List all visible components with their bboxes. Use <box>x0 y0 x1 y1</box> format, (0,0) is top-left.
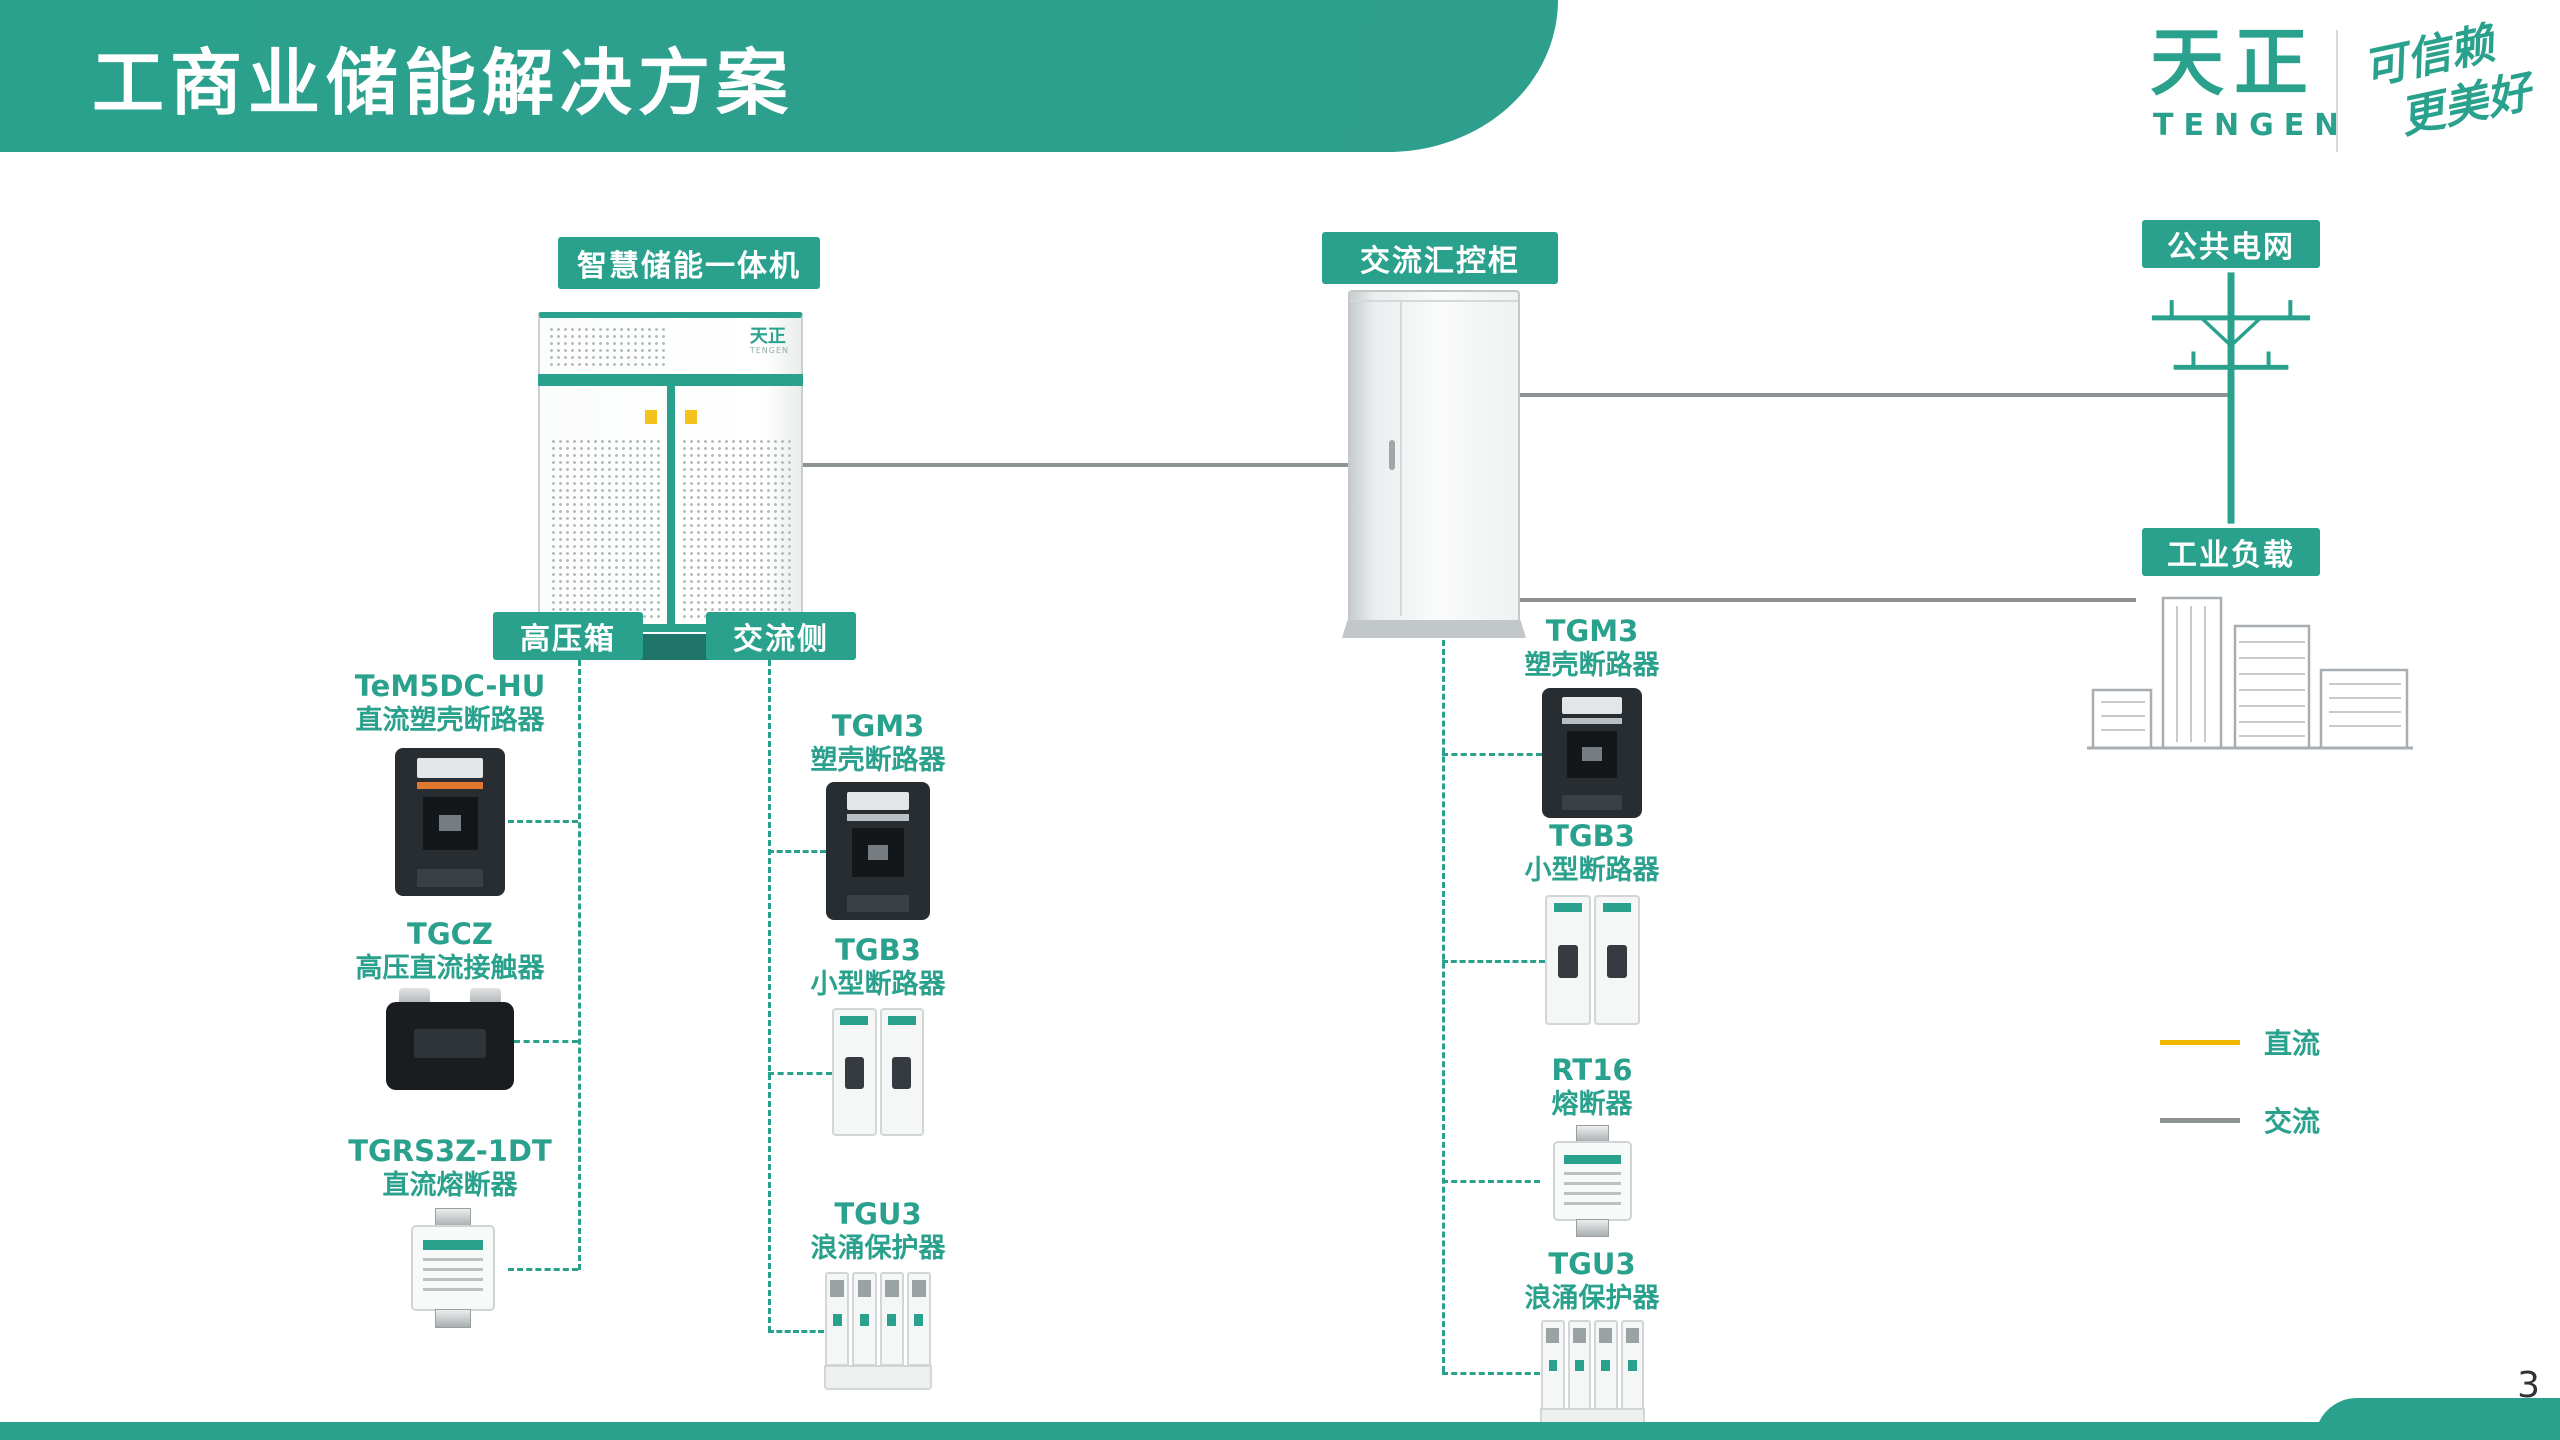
callout-connector <box>1442 1372 1540 1375</box>
cabinet-cap <box>1350 300 1518 302</box>
callout-connector <box>508 1268 578 1271</box>
cabinet-base <box>1342 620 1526 638</box>
product-name: TeM5DC-HU <box>354 669 546 703</box>
legend-label-dc: 直流 <box>2264 1027 2321 1060</box>
dc-line-swatch <box>2160 1039 2240 1045</box>
utility-pole-icon <box>2151 272 2311 524</box>
surge-protector-icon <box>824 1272 932 1390</box>
product-label: TGM3 塑壳断路器 <box>718 708 1038 778</box>
cabinet-brand: 天正 TENGEN <box>749 326 789 355</box>
callout-connector <box>1442 960 1545 963</box>
product-name: TGCZ <box>407 917 493 951</box>
mccb-breaker-icon <box>1542 688 1642 818</box>
brand-logo-en: TENGEN <box>2153 108 2350 143</box>
product-label: TeM5DC-HU 直流塑壳断路器 <box>290 668 610 738</box>
product-desc: 小型断路器 <box>1524 855 1660 886</box>
callout-connector <box>1442 640 1445 1372</box>
product-desc: 直流熔断器 <box>382 1170 518 1201</box>
label-public-grid: 公共电网 <box>2142 220 2320 268</box>
fuse-icon <box>1540 1125 1645 1237</box>
product-name: TGM3 <box>831 709 925 743</box>
ac-power-line-cabinet-to-load <box>1520 598 2136 602</box>
product-label: TGB3 小型断路器 <box>1432 818 1752 888</box>
brand-logo-cn: 天正 <box>2150 20 2318 106</box>
product-name: TGU3 <box>834 1197 922 1231</box>
product-desc: 塑壳断路器 <box>810 745 946 776</box>
product-label: TGM3 塑壳断路器 <box>1432 613 1752 683</box>
product-name: RT16 <box>1551 1053 1633 1087</box>
product-label: RT16 熔断器 <box>1432 1052 1752 1122</box>
storage-cabinet-graphic: 天正 TENGEN <box>538 312 803 660</box>
callout-connector <box>768 660 771 1332</box>
product-desc: 小型断路器 <box>810 969 946 1000</box>
title-banner: 工商业储能解决方案 <box>0 0 1558 152</box>
product-name: TGB3 <box>1549 819 1635 853</box>
product-name: TGM3 <box>1545 614 1639 648</box>
legend-label-ac: 交流 <box>2264 1105 2321 1138</box>
callout-connector <box>1442 753 1542 756</box>
label-industrial-load: 工业负载 <box>2142 528 2320 576</box>
callout-connector <box>1442 1180 1540 1183</box>
product-name: TGU3 <box>1548 1247 1636 1281</box>
legend-ac: 交流 <box>2160 1100 2320 1140</box>
brand-slogan: 可信赖 更美好 <box>2358 11 2536 151</box>
cabinet-brand-cn: 天正 <box>749 326 786 347</box>
page-number: 3 <box>2517 1365 2540 1406</box>
callout-connector <box>508 820 578 823</box>
mcb-breaker-icon <box>832 1008 924 1136</box>
product-name: TGB3 <box>835 933 921 967</box>
mccb-breaker-icon <box>395 748 505 896</box>
industrial-building-icon <box>2087 596 2413 750</box>
product-label: TGU3 浪涌保护器 <box>1432 1246 1752 1316</box>
vent-grille <box>548 326 669 368</box>
label-ac-cabinet: 交流汇控柜 <box>1322 232 1558 284</box>
mcb-breaker-icon <box>1545 895 1640 1025</box>
footer-corner <box>2315 1398 2560 1440</box>
label-ac-side: 交流侧 <box>706 612 856 660</box>
product-desc: 熔断器 <box>1551 1089 1633 1120</box>
warning-label-icon <box>684 410 697 424</box>
callout-connector <box>768 1330 824 1333</box>
product-label: TGRS3Z-1DT 直流熔断器 <box>290 1133 610 1203</box>
cabinet-brand-en: TENGEN <box>749 345 789 355</box>
label-storage-unit: 智慧储能一体机 <box>558 237 820 289</box>
logo-divider <box>2336 30 2338 152</box>
cabinet-green-band <box>538 374 803 386</box>
callout-connector <box>578 660 581 1270</box>
vent-grille <box>680 438 791 618</box>
footer-bar <box>0 1422 2560 1440</box>
breaker-toggle <box>439 815 461 832</box>
product-label: TGCZ 高压直流接触器 <box>290 916 610 986</box>
label-hv-box: 高压箱 <box>493 612 643 660</box>
cabinet-bottom-strip <box>538 624 803 632</box>
cabinet-door-line <box>1400 302 1403 616</box>
product-desc: 直流塑壳断路器 <box>355 705 545 736</box>
product-desc: 塑壳断路器 <box>1524 650 1660 681</box>
legend-dc: 直流 <box>2160 1022 2320 1062</box>
product-label: TGB3 小型断路器 <box>718 932 1038 1002</box>
cabinet-handle <box>1388 439 1395 470</box>
surge-protector-icon <box>1540 1320 1645 1432</box>
product-label: TGU3 浪涌保护器 <box>718 1196 1038 1266</box>
ac-line-swatch <box>2160 1117 2240 1123</box>
callout-connector <box>514 1040 578 1043</box>
ac-cabinet-graphic <box>1342 290 1526 638</box>
product-desc: 高压直流接触器 <box>355 953 545 984</box>
callout-connector <box>768 850 826 853</box>
breaker-toggle <box>1582 747 1602 762</box>
product-name: TGRS3Z-1DT <box>348 1134 552 1168</box>
vent-grille <box>550 438 661 618</box>
mccb-breaker-icon <box>826 782 930 920</box>
breaker-toggle <box>867 844 889 860</box>
warning-label-icon <box>644 410 657 424</box>
fuse-icon <box>398 1208 508 1328</box>
product-desc: 浪涌保护器 <box>1524 1283 1660 1314</box>
dc-contactor-icon <box>386 988 514 1090</box>
callout-connector <box>768 1072 832 1075</box>
page-title: 工商业储能解决方案 <box>92 40 795 125</box>
product-desc: 浪涌保护器 <box>810 1233 946 1264</box>
ac-power-line-storage-to-cabinet <box>803 463 1350 467</box>
cabinet-center-stripe <box>666 386 675 624</box>
ac-power-line-cabinet-to-grid <box>1520 393 2232 397</box>
